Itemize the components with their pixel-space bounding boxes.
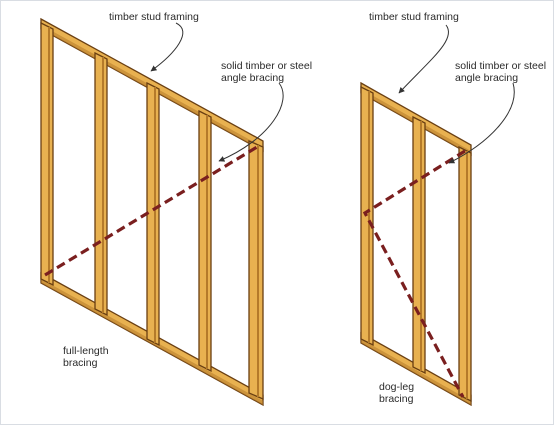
- right-bracing-callout-line2: angle bracing: [455, 72, 519, 84]
- right-stud-1: [360, 85, 374, 347]
- left-wall-frame: [40, 17, 264, 407]
- left-stud-1: [40, 21, 54, 287]
- left-bracing-callout-line2: angle bracing: [221, 72, 285, 84]
- right-stud-3: [458, 145, 472, 403]
- left-framing-callout: timber stud framing: [109, 11, 199, 23]
- right-framing-arrow: [398, 24, 449, 94]
- left-bracing-arrow: [218, 82, 284, 162]
- left-stud-5: [248, 140, 264, 400]
- left-stud-2: [94, 51, 108, 317]
- left-caption-line1: full-length: [63, 345, 109, 357]
- left-caption-line2: bracing: [63, 357, 98, 369]
- right-bracing-callout-line1: solid timber or steel: [455, 60, 547, 72]
- left-bracing-callout-line1: solid timber or steel: [221, 60, 313, 72]
- right-dog-leg-bracing: [362, 149, 466, 398]
- right-wall-frame: [360, 81, 472, 407]
- right-caption-line2: bracing: [379, 393, 414, 405]
- left-framing-arrow: [150, 22, 184, 72]
- right-caption-line1: dog-leg: [379, 381, 415, 393]
- right-stud-2: [412, 115, 426, 375]
- right-bracing-arrow: [448, 82, 515, 164]
- right-framing-callout: timber stud framing: [369, 11, 459, 23]
- left-stud-4: [198, 109, 212, 373]
